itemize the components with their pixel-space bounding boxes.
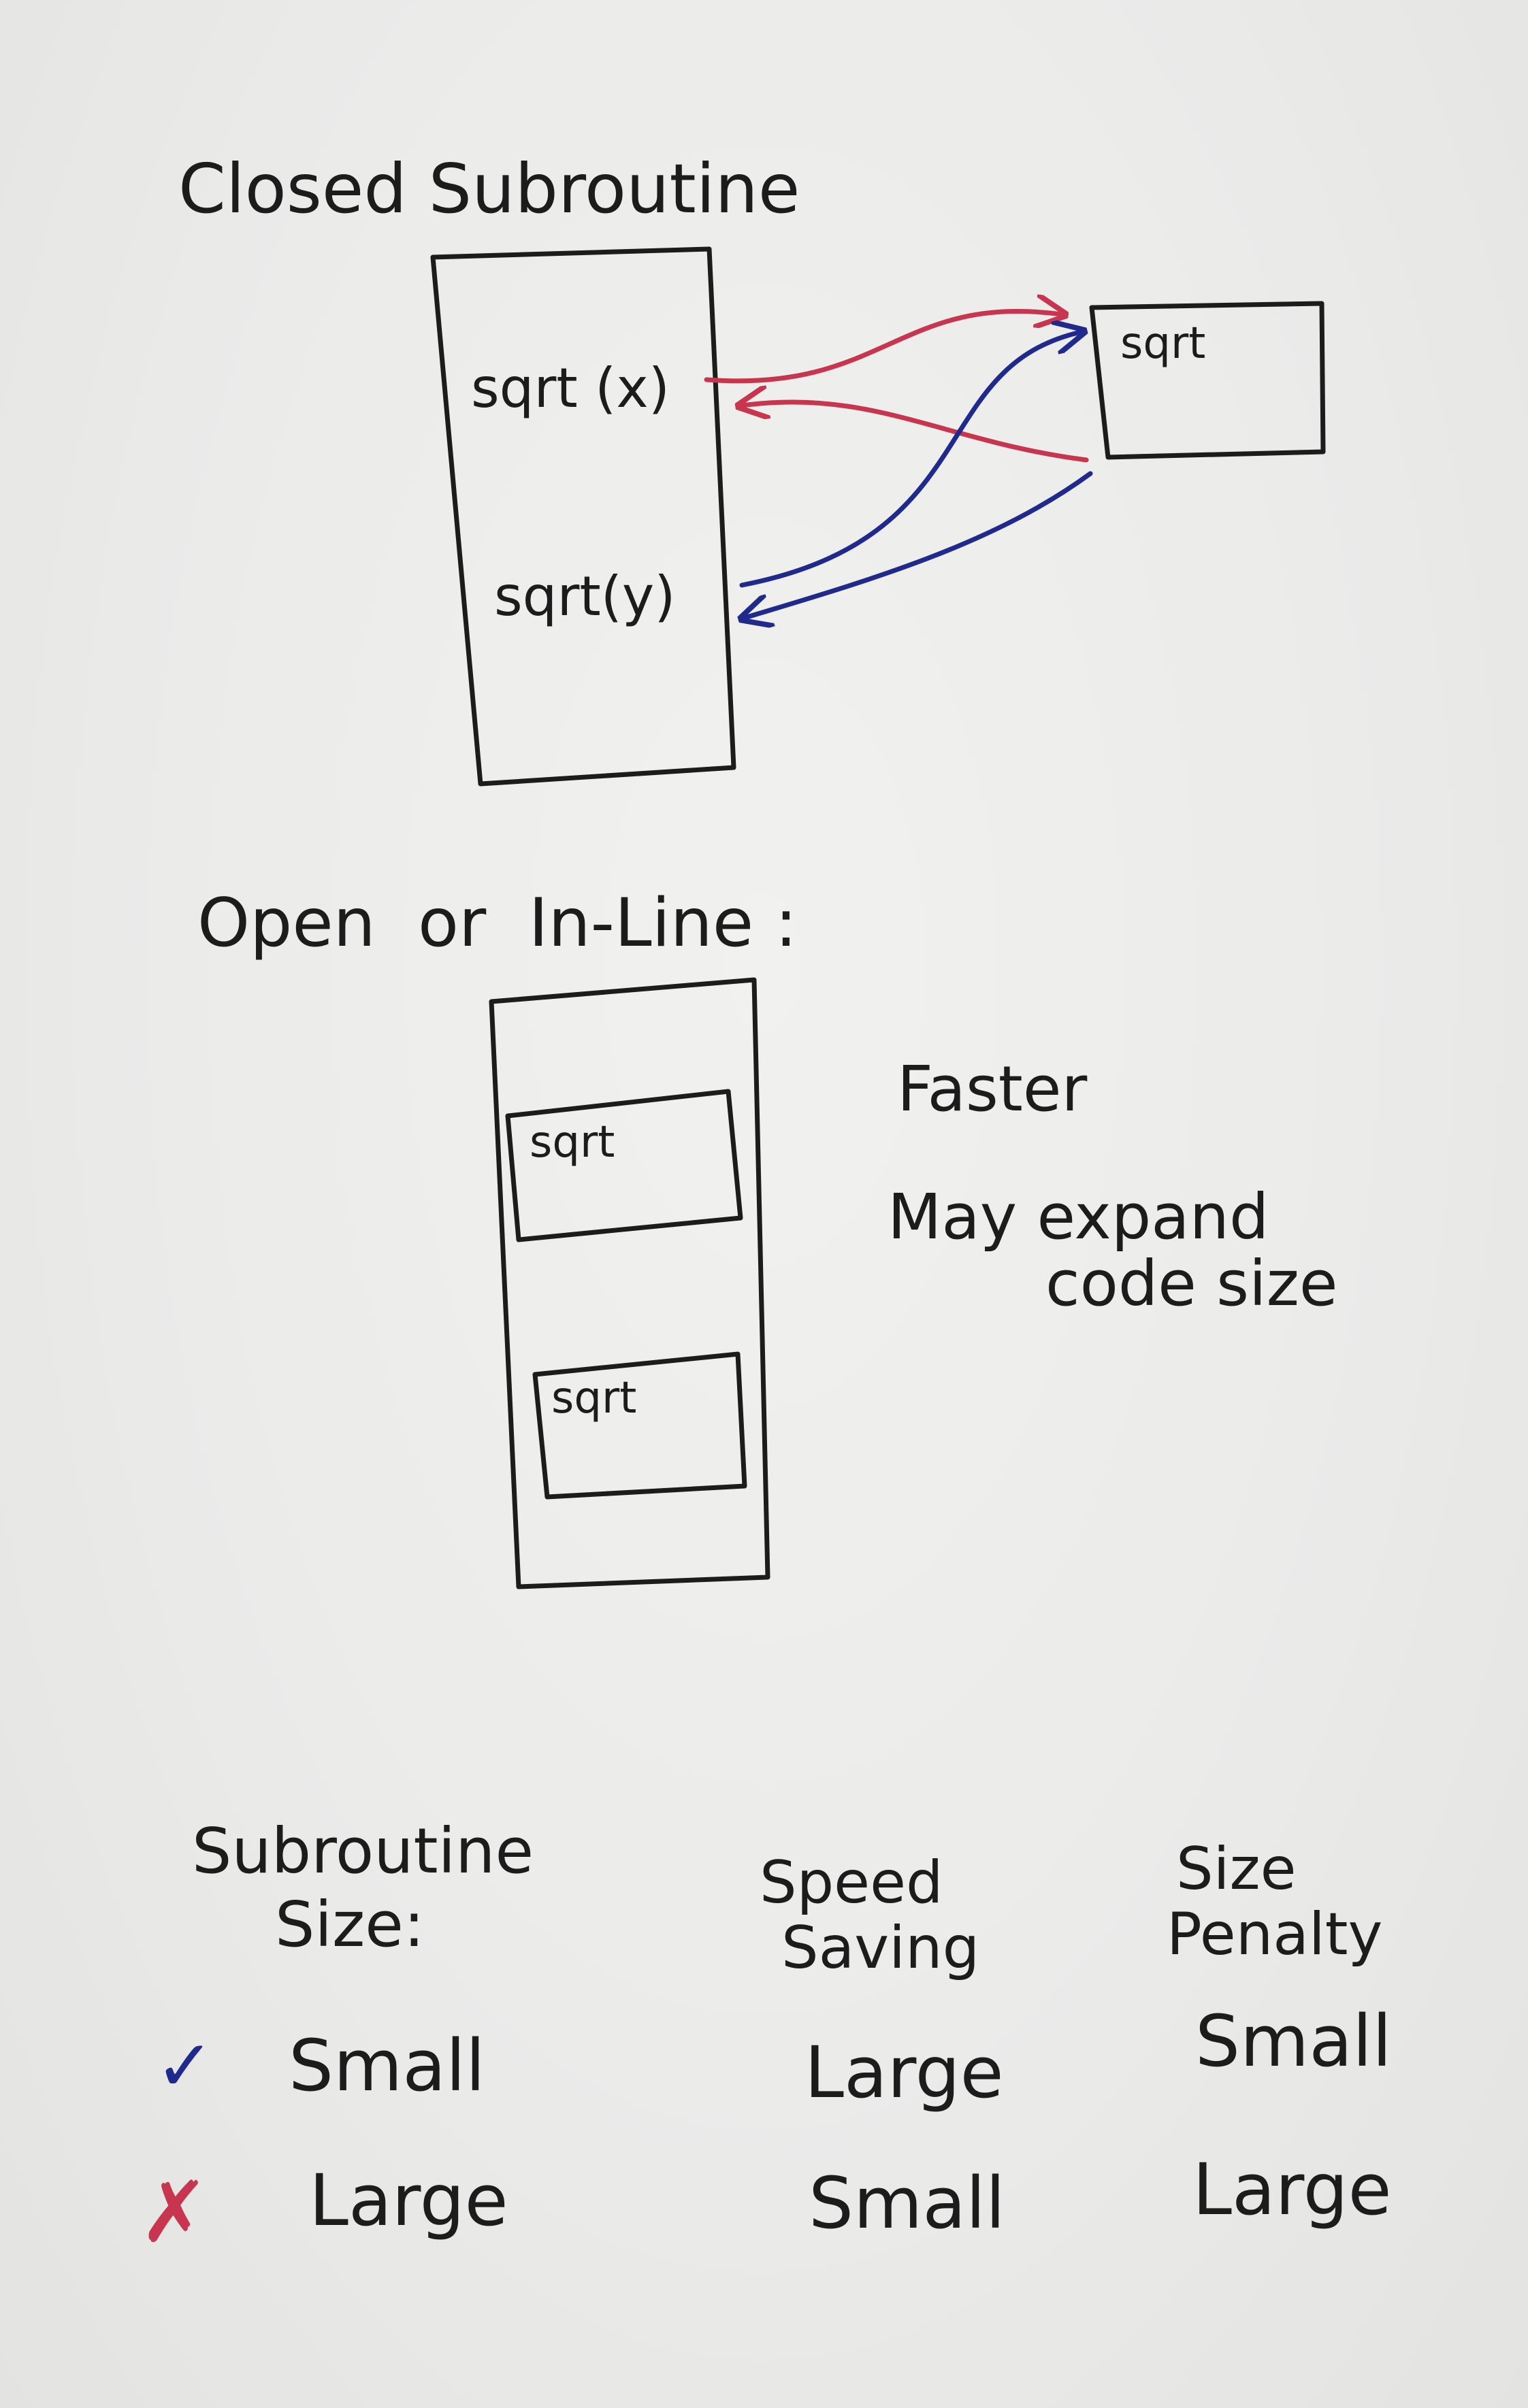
row2-size: Large <box>309 2159 508 2242</box>
header-size: Size: <box>275 1888 425 1961</box>
open-main-program-box <box>489 977 770 1589</box>
header-size-penalty-2: Penalty <box>1167 1900 1382 1968</box>
inline-sqrt-label-1: sqrt <box>530 1117 615 1168</box>
header-speed: Speed <box>760 1849 943 1917</box>
note-code-size: code size <box>1045 1247 1338 1320</box>
closed-sqrt-subroutine-box <box>1089 301 1326 460</box>
row2-penalty: Large <box>1192 2148 1392 2231</box>
header-subroutine: Subroutine <box>192 1815 534 1887</box>
row1-penalty: Small <box>1195 2000 1392 2083</box>
call-arrow-x <box>704 311 1062 384</box>
check-mark-icon: ✓ <box>155 2024 214 2107</box>
call-arrow-y <box>739 332 1081 588</box>
closed-call-sqrt-y: sqrt(y) <box>494 565 675 628</box>
row1-speed: Large <box>804 2031 1004 2114</box>
row1-size: Small <box>289 2024 485 2107</box>
closed-subroutine-title: Closed Subroutine <box>178 149 800 229</box>
return-arrow-y <box>745 471 1093 618</box>
note-faster: Faster <box>897 1053 1087 1125</box>
row2-speed: Small <box>809 2162 1005 2245</box>
closed-sqrt-label: sqrt <box>1120 318 1205 369</box>
return-arrow-x <box>742 402 1089 463</box>
inline-sqrt-box-2 <box>532 1351 747 1500</box>
open-inline-title: Open or In-Line : <box>197 885 797 962</box>
inline-sqrt-box-1 <box>505 1089 743 1242</box>
header-size-penalty-1: Size <box>1176 1835 1297 1903</box>
header-saving: Saving <box>781 1914 979 1982</box>
closed-call-sqrt-x: sqrt (x) <box>471 357 670 420</box>
inline-sqrt-label-2: sqrt <box>551 1373 636 1423</box>
note-may-expand: May expand <box>888 1181 1269 1253</box>
cross-mark-icon: ✗ <box>139 2164 210 2262</box>
closed-main-program-box <box>430 246 736 787</box>
